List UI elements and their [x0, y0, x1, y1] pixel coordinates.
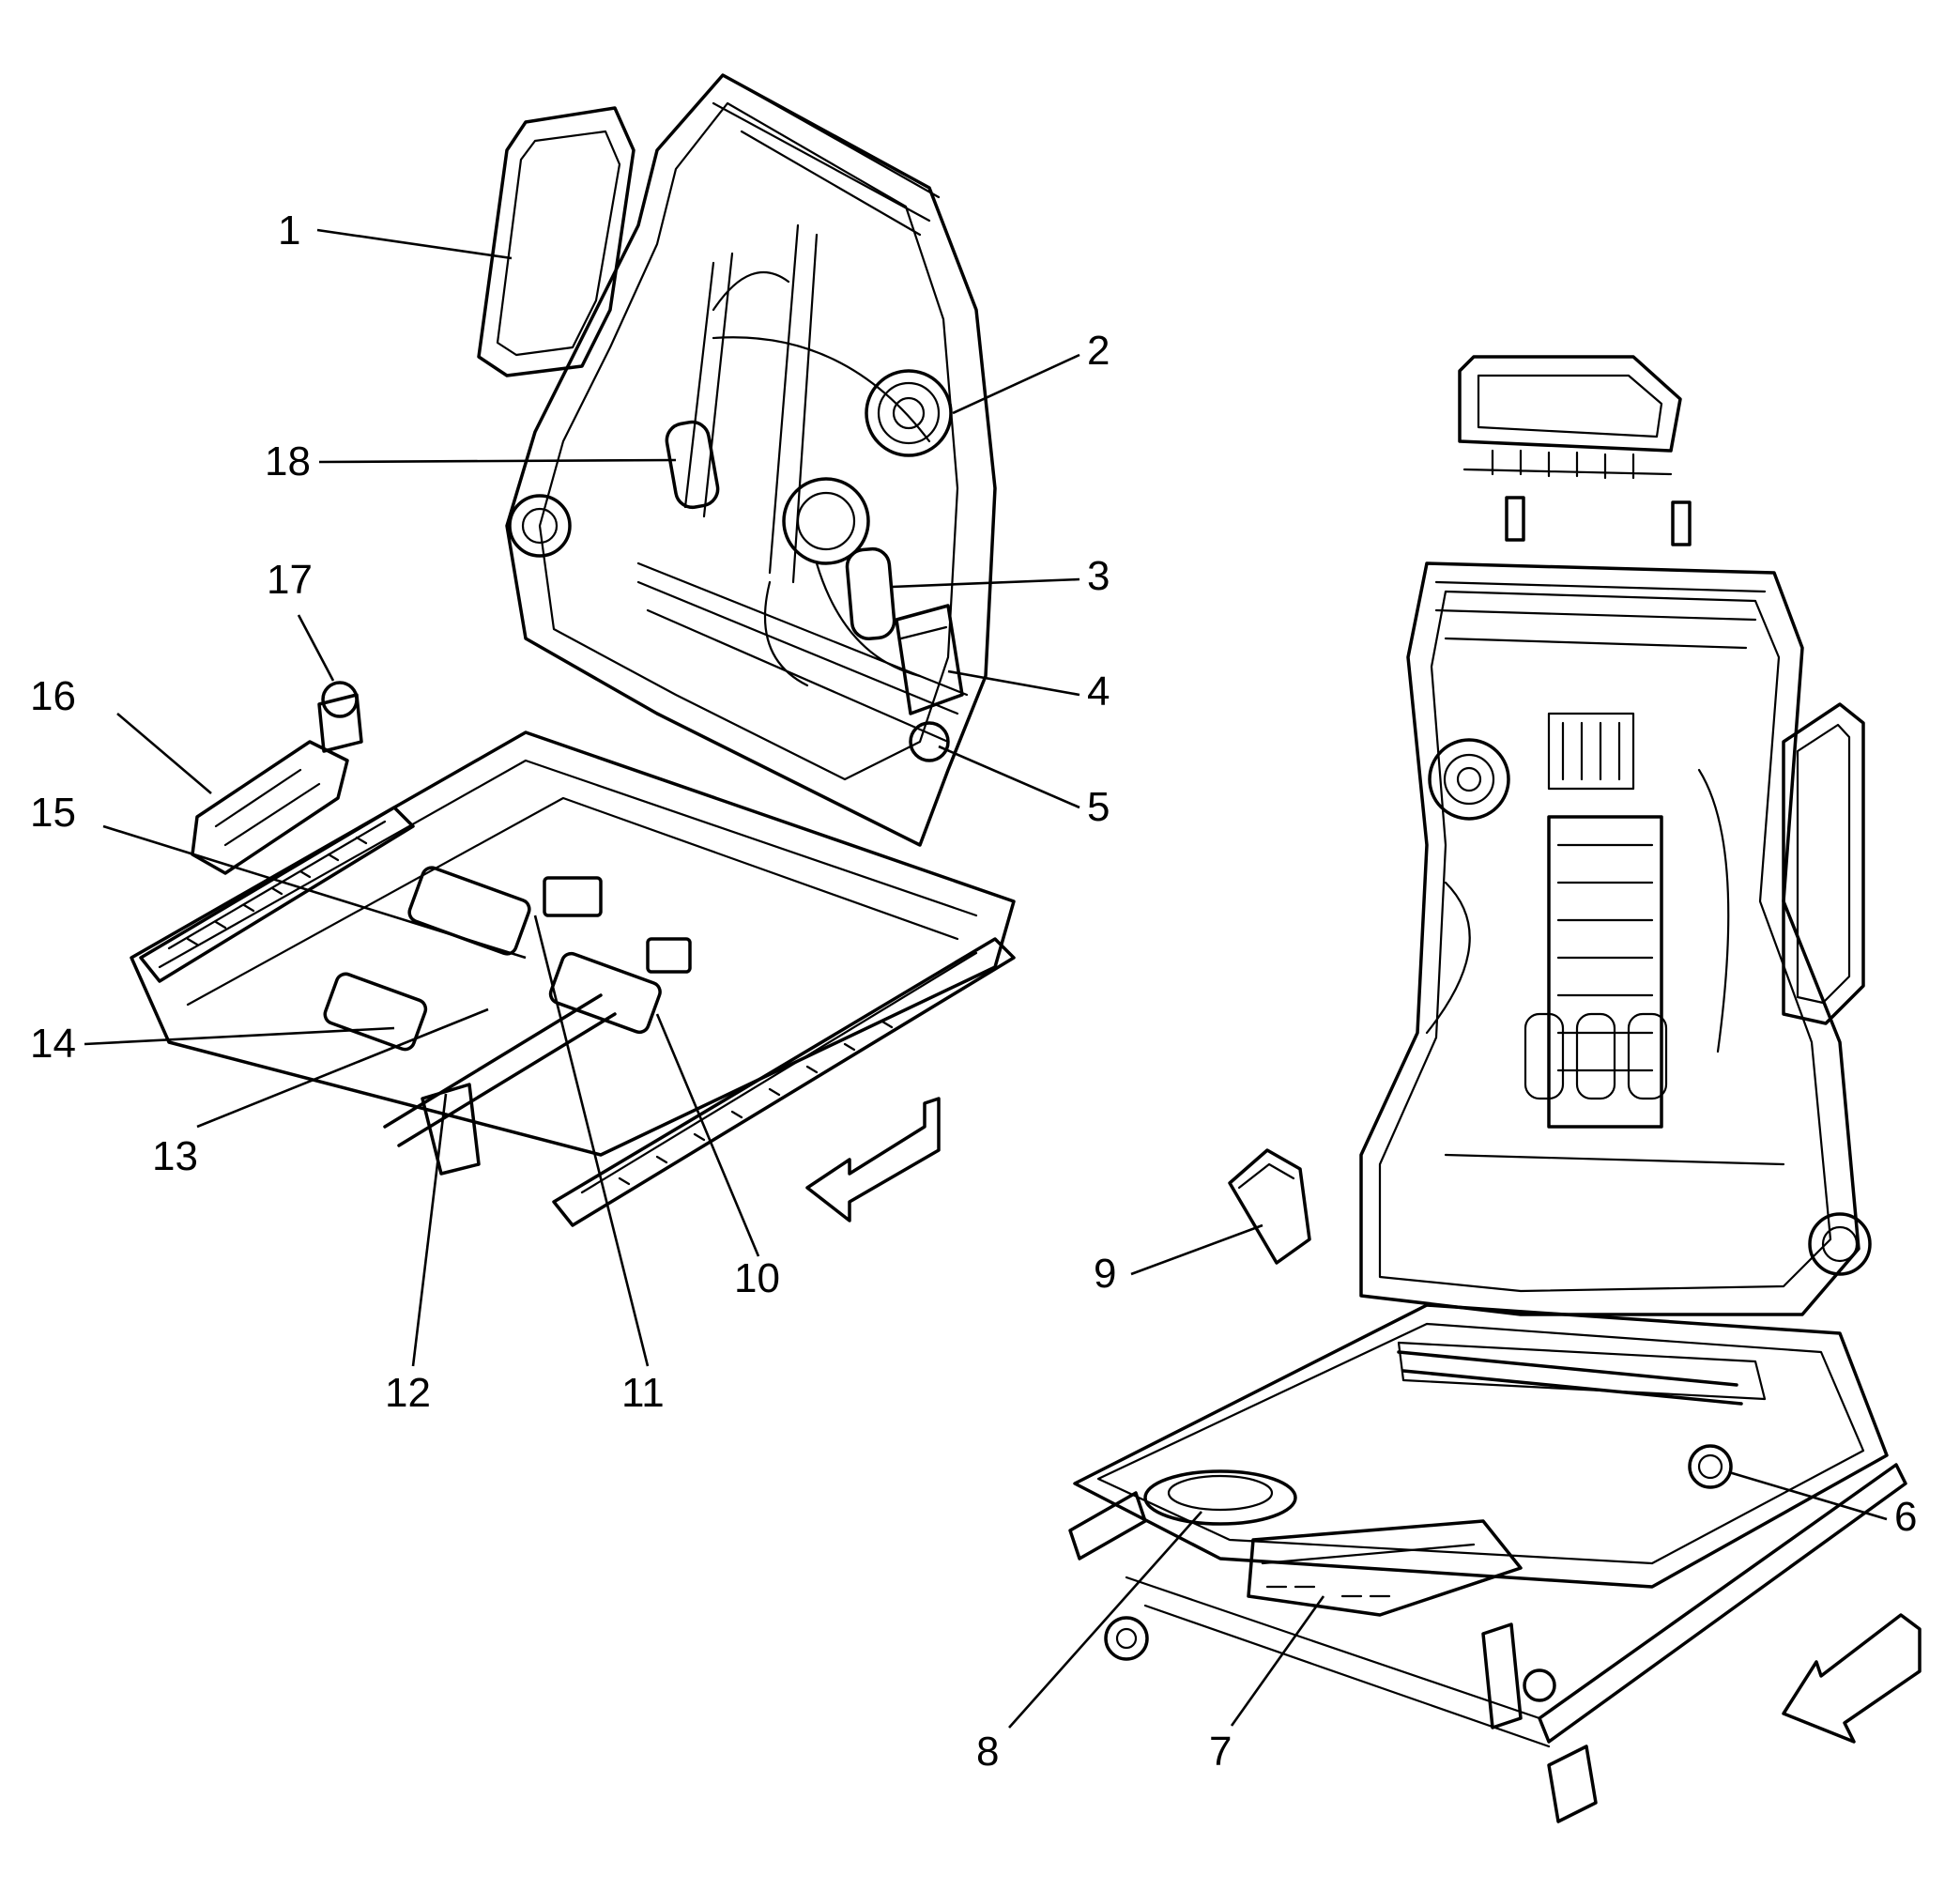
callout-13: 13 [152, 1133, 198, 1179]
callout-5: 5 [1087, 784, 1110, 830]
callout-17: 17 [267, 557, 313, 603]
callout-7: 7 [1209, 1729, 1233, 1775]
callout-15: 15 [30, 790, 76, 836]
callout-6: 6 [1894, 1494, 1918, 1540]
front-direction-arrow-icon [805, 1097, 941, 1222]
callout-3: 3 [1087, 553, 1110, 599]
callout-2: 2 [1087, 328, 1110, 374]
callout-1: 1 [278, 208, 301, 254]
callout-18: 18 [265, 438, 311, 484]
callout-16: 16 [30, 673, 76, 719]
leader-lines [84, 228, 1888, 1729]
right-seat-assembly [1068, 355, 1907, 1823]
callout-8: 8 [976, 1729, 1000, 1775]
front-direction-arrow-icon [1782, 1613, 1922, 1744]
left-seat-assembly [130, 73, 1016, 1227]
callout-10: 10 [734, 1255, 780, 1301]
callout-12: 12 [385, 1370, 431, 1416]
callout-11: 11 [621, 1370, 665, 1416]
callout-4: 4 [1087, 669, 1110, 715]
callout-9: 9 [1094, 1251, 1117, 1297]
callout-14: 14 [30, 1021, 76, 1067]
